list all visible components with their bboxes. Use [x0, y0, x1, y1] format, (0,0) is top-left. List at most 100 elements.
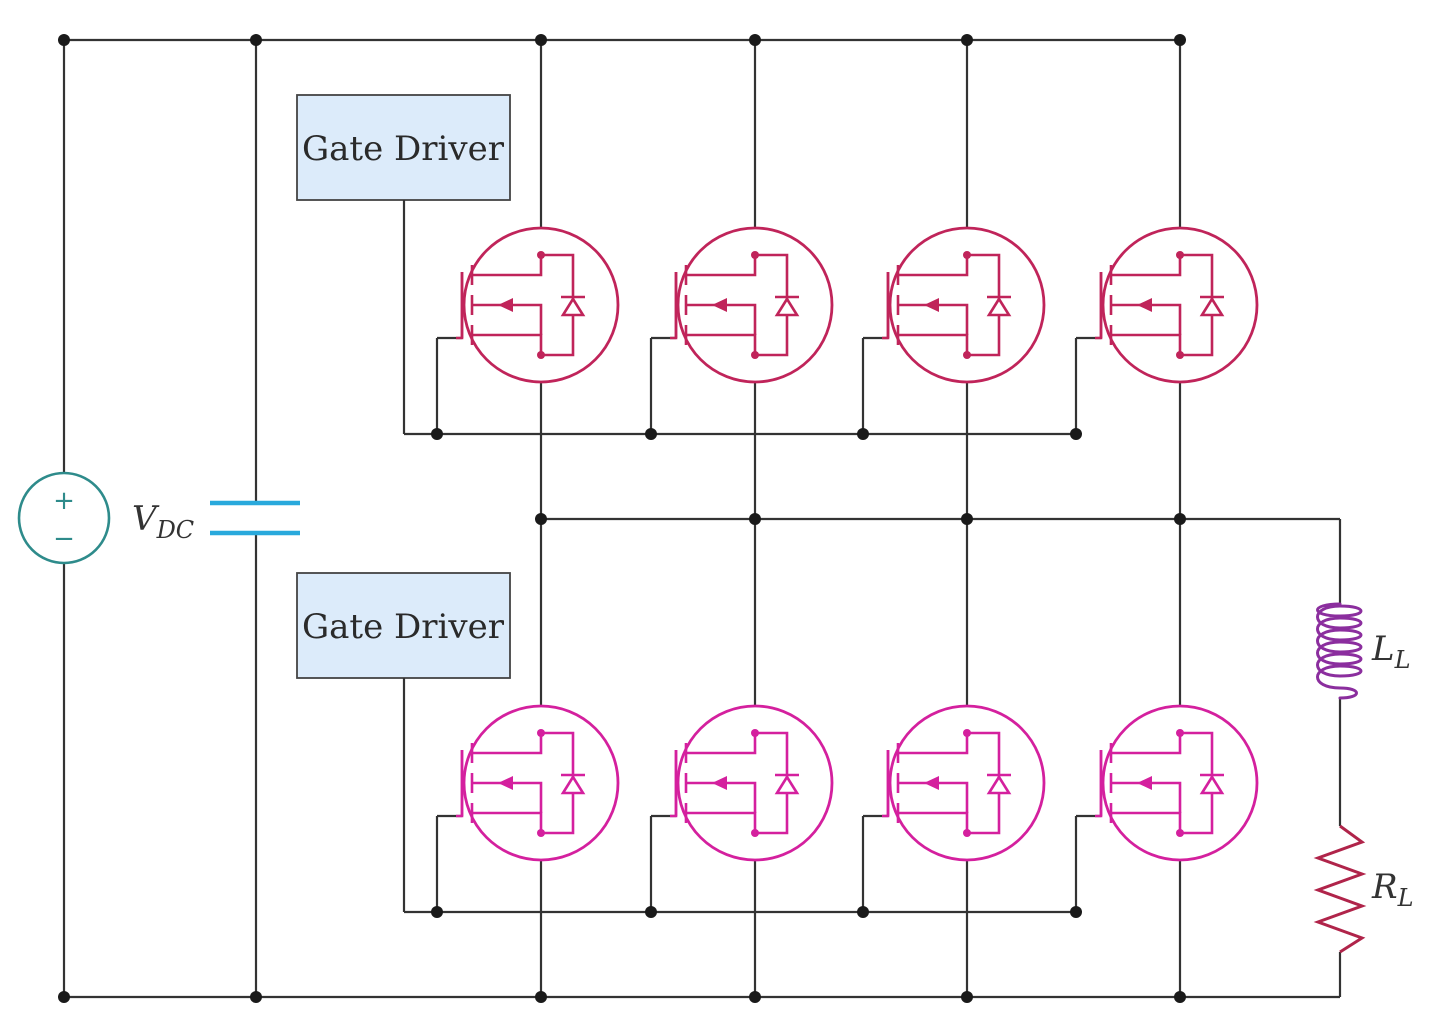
- junction-dot: [1174, 991, 1186, 1003]
- mosfet-node: [963, 829, 971, 837]
- lower-gate-wires: [402, 678, 1101, 918]
- mosfet-icon: [456, 226, 620, 384]
- mosfet-body: [1111, 303, 1182, 335]
- mosfet-icon: [670, 226, 834, 384]
- junction-dot: [749, 513, 761, 525]
- mosfet-diode-triangle: [774, 774, 800, 795]
- mosfet-arrow: [498, 776, 513, 790]
- mosfet-drain: [472, 733, 543, 755]
- source-plus-sign: +: [53, 486, 75, 516]
- junction-dot: [58, 34, 70, 46]
- gate-driver-label: Gate Driver: [302, 129, 505, 169]
- junction-dot: [1174, 34, 1186, 46]
- resistor-label: RL: [1371, 867, 1414, 912]
- mosfet-diode-triangle: [560, 296, 586, 317]
- mosfet-node: [537, 251, 545, 259]
- mosfet-icon: [456, 704, 620, 862]
- resistor-label-subscript: L: [1397, 884, 1414, 912]
- inductor-icon: [1316, 602, 1363, 700]
- mosfet-drain: [686, 255, 757, 277]
- mosfet-icon: [882, 704, 1046, 862]
- gate-driver-box: [296, 572, 511, 679]
- mosfet-node: [1176, 351, 1184, 359]
- leg-junctions: [535, 34, 1186, 1003]
- upper-gate-driver: Gate Driver: [296, 94, 511, 201]
- mosfet-drain: [472, 255, 543, 277]
- junction-dot: [961, 991, 973, 1003]
- junction-dot: [58, 991, 70, 1003]
- junction-dot: [535, 513, 547, 525]
- junction-dot: [857, 428, 869, 440]
- gate-driver-box: [296, 94, 511, 201]
- mosfet-diode-triangle: [774, 296, 800, 317]
- mosfet-body: [898, 303, 969, 335]
- mosfet-body: [1111, 781, 1182, 813]
- mosfet-body: [686, 781, 757, 813]
- mosfet-drain: [1111, 733, 1182, 755]
- junction-dot: [1070, 906, 1082, 918]
- capacitor-icon: [210, 500, 300, 536]
- mosfet-body: [686, 303, 757, 335]
- inductor-label-subscript: L: [1394, 646, 1411, 674]
- mosfet-arrow: [924, 776, 939, 790]
- mosfet-node: [1176, 829, 1184, 837]
- junction-dot: [857, 906, 869, 918]
- junction-dot: [535, 34, 547, 46]
- mosfet-body: [898, 781, 969, 813]
- inverter-legs: [402, 34, 1259, 1003]
- mosfet-icon: [1095, 226, 1259, 384]
- source-label-subscript: DC: [156, 516, 195, 544]
- mosfet-drain: [1111, 255, 1182, 277]
- mosfet-diode-triangle: [1199, 296, 1225, 317]
- junction-dot: [645, 906, 657, 918]
- mosfet-body: [472, 303, 543, 335]
- mosfet-arrow: [498, 298, 513, 312]
- mosfet-icon: [882, 226, 1046, 384]
- mosfet-node: [537, 729, 545, 737]
- dc-voltage-source-icon: + −: [17, 471, 111, 565]
- mosfet-node: [537, 829, 545, 837]
- resistor-icon: [1313, 824, 1367, 954]
- inductor-label-symbol: L: [1371, 629, 1395, 669]
- mosfet-node: [751, 251, 759, 259]
- junction-dot: [749, 991, 761, 1003]
- upper-gate-wires: [402, 200, 1101, 440]
- mosfet-node: [1176, 251, 1184, 259]
- junction-dot: [1174, 513, 1186, 525]
- junction-dot: [250, 34, 262, 46]
- source-circle: [17, 471, 111, 565]
- junction-dot: [431, 906, 443, 918]
- inductor-label: LL: [1371, 629, 1411, 674]
- mosfet-drain: [898, 255, 969, 277]
- mosfet-arrow: [712, 298, 727, 312]
- mosfet-node: [963, 351, 971, 359]
- mosfet-node: [963, 729, 971, 737]
- lower-gate-driver: Gate Driver: [296, 572, 511, 679]
- mosfet-drain: [898, 733, 969, 755]
- mosfet-diode-triangle: [560, 774, 586, 795]
- inductor-coil: [1316, 602, 1363, 700]
- mosfet-node: [751, 351, 759, 359]
- mosfet-diode-triangle: [986, 774, 1012, 795]
- junction-dot: [1070, 428, 1082, 440]
- source-label: VDC: [132, 499, 194, 544]
- gate-driver-label: Gate Driver: [302, 607, 505, 647]
- junction-dot: [961, 513, 973, 525]
- mosfet-arrow: [1137, 298, 1152, 312]
- junction-dot: [961, 34, 973, 46]
- mosfet-node: [963, 251, 971, 259]
- mosfet-arrow: [1137, 776, 1152, 790]
- mosfet-icon: [670, 704, 834, 862]
- mosfet-diode-triangle: [986, 296, 1012, 317]
- bus-junctions: [58, 34, 262, 1003]
- mosfet-icon: [1095, 704, 1259, 862]
- junction-dot: [749, 34, 761, 46]
- mosfet-node: [1176, 729, 1184, 737]
- source-minus-sign: −: [53, 524, 75, 554]
- mosfet-arrow: [924, 298, 939, 312]
- junction-dot: [535, 991, 547, 1003]
- junction-dot: [431, 428, 443, 440]
- mosfet-body: [472, 781, 543, 813]
- mosfet-node: [751, 829, 759, 837]
